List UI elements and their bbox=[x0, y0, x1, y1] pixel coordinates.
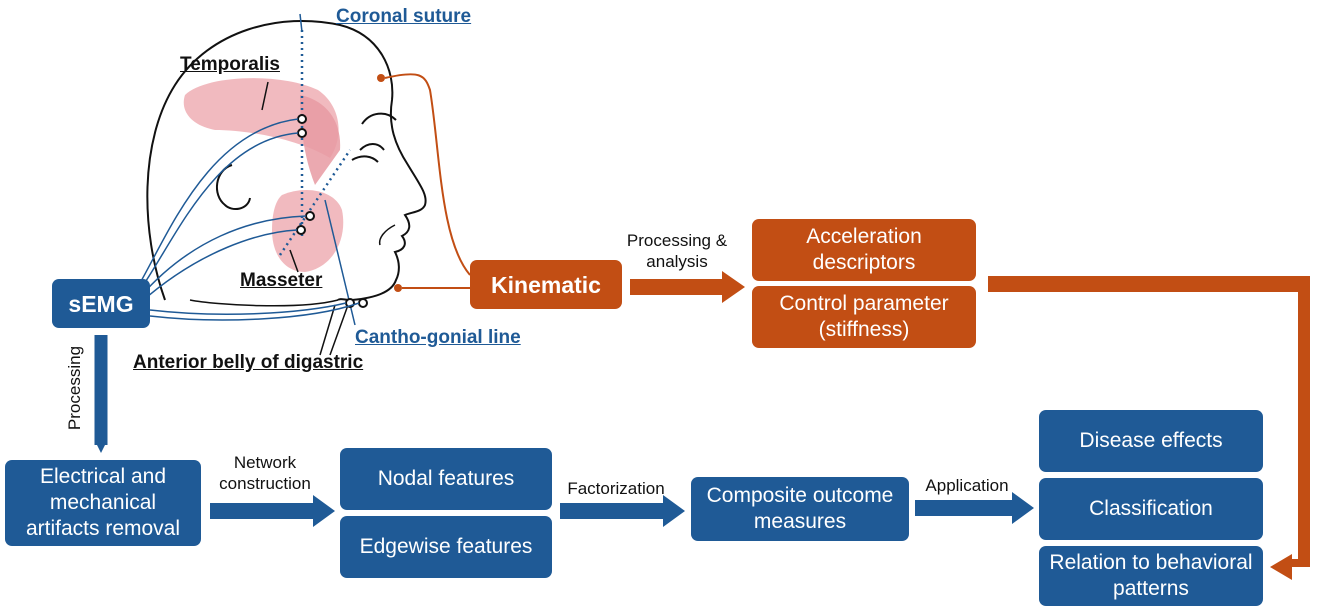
head-illustration bbox=[139, 13, 471, 356]
nodal-features-node: Nodal features bbox=[340, 448, 552, 510]
network-construction-label: Network construction bbox=[219, 453, 311, 493]
disease-effects-node: Disease effects bbox=[1039, 410, 1263, 472]
arrow-kinematic-to-acceleration bbox=[630, 271, 745, 303]
acceleration-node: Acceleration descriptors bbox=[752, 219, 976, 281]
cantho-gonial-label: Cantho-gonial line bbox=[355, 327, 521, 348]
coronal-suture-label: Coronal suture bbox=[336, 6, 472, 27]
arrow-network bbox=[210, 495, 335, 527]
edgewise-features-node: Edgewise features bbox=[340, 516, 552, 578]
digastric-label: Anterior belly of digastric bbox=[133, 352, 364, 373]
arrow-factorization bbox=[560, 495, 685, 527]
temporalis-label: Temporalis bbox=[180, 54, 280, 75]
application-label: Application bbox=[925, 476, 1009, 495]
masseter-label: Masseter bbox=[240, 270, 323, 291]
composite-node: Composite outcome measures bbox=[691, 477, 909, 541]
kinematic-node: Kinematic bbox=[470, 260, 622, 309]
arrow-application bbox=[915, 492, 1034, 524]
processing-label: Processing bbox=[65, 345, 84, 431]
factorization-label: Factorization bbox=[567, 479, 665, 498]
classification-node: Classification bbox=[1039, 478, 1263, 540]
artifacts-node: Electrical and mechanical artifacts remo… bbox=[5, 460, 201, 546]
control-parameter-node: Control parameter (stiffness) bbox=[752, 286, 976, 348]
semg-node: sEMG bbox=[52, 279, 150, 328]
relation-node: Relation to behavioral patterns bbox=[1039, 546, 1263, 606]
processing-analysis-label: Processing & analysis bbox=[626, 231, 728, 271]
